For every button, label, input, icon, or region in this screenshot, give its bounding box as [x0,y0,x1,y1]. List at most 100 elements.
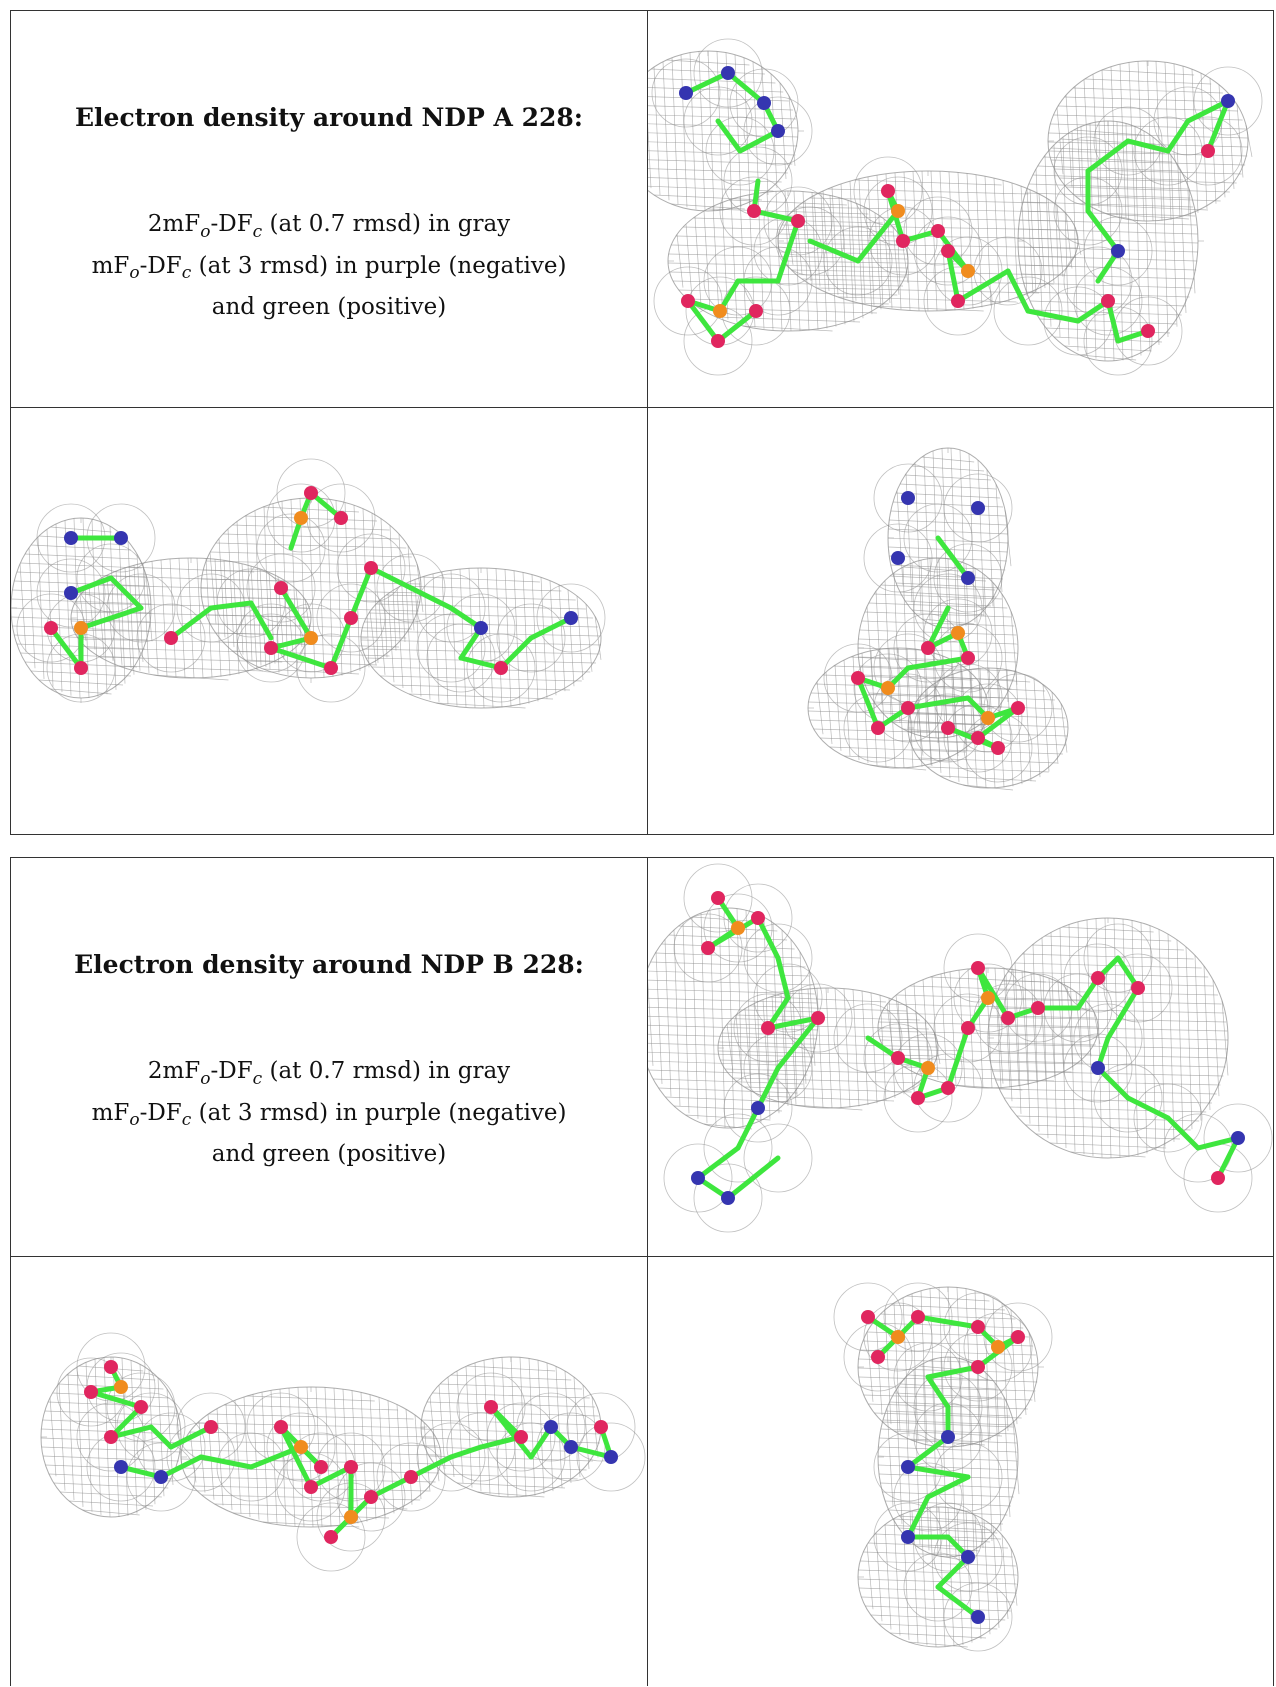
atom [344,1510,358,1524]
caption-description: 2mFo-DFc (at 0.7 rmsd) in gray mFo-DFc (… [11,207,647,324]
panel-divider-vertical [647,858,648,1686]
atom [1011,701,1025,715]
atom [941,1430,955,1444]
atom [484,1400,498,1414]
atom [711,334,725,348]
atom [314,1460,328,1474]
atom [931,224,945,238]
atom [344,1460,358,1474]
atoms [691,891,1245,1205]
atom [971,1360,985,1374]
atom [901,1530,915,1544]
atoms [861,1310,1025,1624]
atom [731,921,745,935]
atom [304,486,318,500]
atom [474,621,488,635]
caption-line-3: and green (positive) [211,294,447,321]
atom [961,571,975,585]
caption-line-1: 2mFo-DFc (at 0.7 rmsd) in gray [147,211,511,242]
atom [791,214,805,228]
atom [1111,244,1125,258]
atom [861,1310,875,1324]
atom [1231,1131,1245,1145]
caption-line-2: mFo-DFc (at 3 rmsd) in purple (negative) [91,252,567,284]
caption-cell-b: Electron density around NDP B 228: 2mFo-… [11,858,647,1256]
panel-divider-horizontal [11,407,1273,408]
atom [1031,1001,1045,1015]
atom [681,294,695,308]
atom [74,621,88,635]
atom [594,1420,608,1434]
figure-panel-b: Electron density around NDP B 228: 2mFo-… [10,857,1274,1686]
atom [691,1171,705,1185]
atom [364,561,378,575]
panel-divider-vertical [647,11,648,834]
atom [404,1470,418,1484]
panel-divider-horizontal [11,1256,1273,1257]
density-view-b-top [648,858,1274,1256]
atom [941,1081,955,1095]
caption-description: 2mFo-DFc (at 0.7 rmsd) in gray mFo-DFc (… [11,1054,647,1171]
atom [971,1610,985,1624]
density-mesh [648,38,1263,376]
atom [44,621,58,635]
molecule-render [648,863,1273,1233]
atom [901,491,915,505]
density-view-a-side [11,408,647,835]
atom [294,511,308,525]
atom [274,581,288,595]
atom [604,1450,618,1464]
atom [751,1101,765,1115]
atom [941,244,955,258]
atom [274,1420,288,1434]
atom [871,721,885,735]
atom [881,184,895,198]
atom [1211,1171,1225,1185]
density-view-a-top [648,11,1274,407]
atom [1221,94,1235,108]
figure-panel-a: Electron density around NDP A 228: 2mFo-… [10,10,1274,835]
density-mesh [40,1332,646,1572]
atom [911,1091,925,1105]
atom [204,1420,218,1434]
atom [971,961,985,975]
atom [154,1470,168,1484]
atom [721,1191,735,1205]
atoms [851,491,1025,755]
atom [84,1385,98,1399]
caption-line-1: 2mFo-DFc (at 0.7 rmsd) in gray [147,1058,511,1089]
atom [871,1350,885,1364]
atom [941,721,955,735]
atom [494,661,508,675]
atom [981,991,995,1005]
atoms [84,1360,618,1544]
atom [721,66,735,80]
atom [701,941,715,955]
molecule-render [11,458,606,709]
atom [1131,981,1145,995]
caption-title: Electron density around NDP B 228: [74,950,584,979]
atom [951,626,965,640]
atom [364,1490,378,1504]
atom [564,611,578,625]
atom [961,264,975,278]
atom [164,631,178,645]
atom [891,1051,905,1065]
density-mesh [807,447,1069,791]
atom [896,234,910,248]
atom [751,911,765,925]
atom [1001,1011,1015,1025]
atom [304,631,318,645]
atom [64,531,78,545]
atom [104,1430,118,1444]
atom [544,1420,558,1434]
atom [679,86,693,100]
molecule-render [833,1282,1053,1652]
caption-line-2: mFo-DFc (at 3 rmsd) in purple (negative) [91,1099,567,1131]
caption-line-3: and green (positive) [211,1141,447,1168]
atom [921,641,935,655]
atom [991,1340,1005,1354]
atoms [44,486,578,675]
atom [771,124,785,138]
atom [711,891,725,905]
